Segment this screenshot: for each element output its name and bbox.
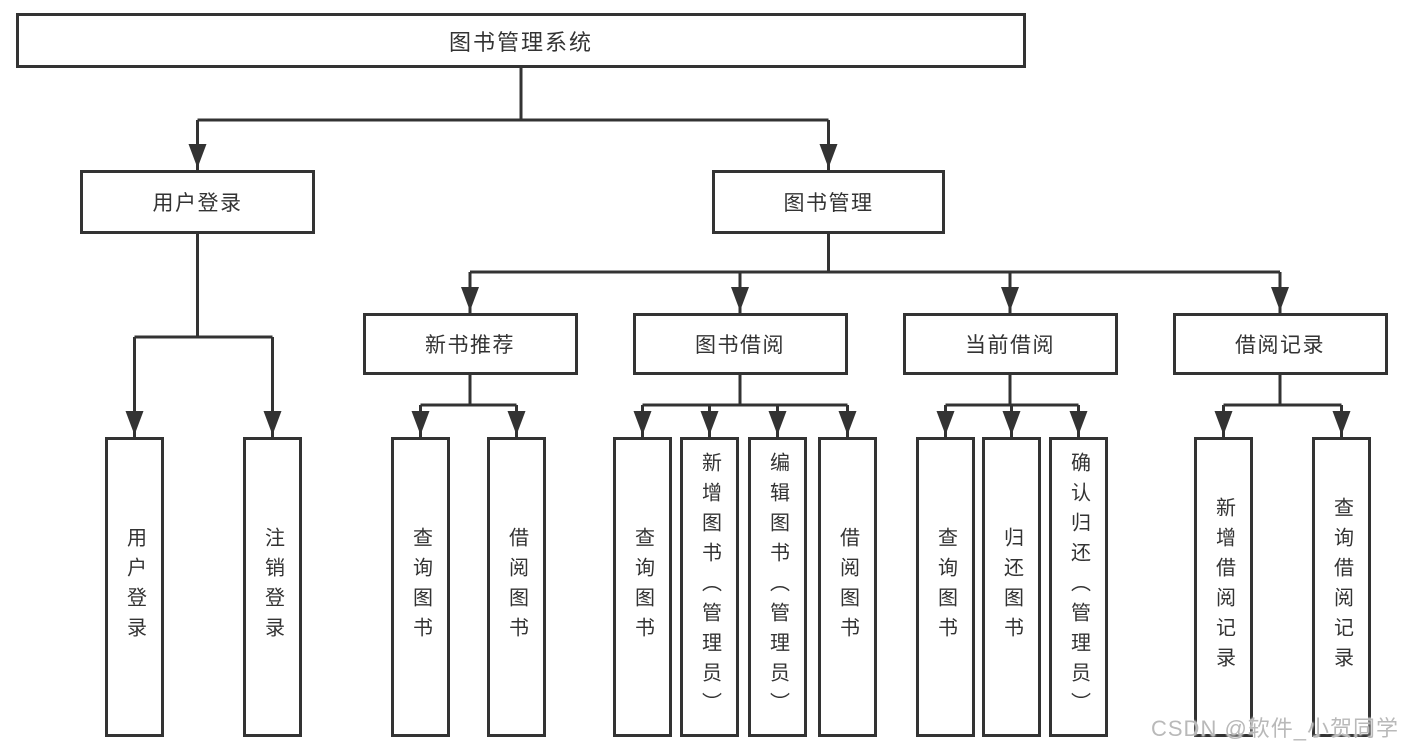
arrow-down-icon <box>461 287 479 311</box>
arrow-down-icon <box>1001 287 1019 311</box>
node-library-system: 图书管理系统 <box>16 13 1026 68</box>
arrow-down-icon <box>1271 287 1289 311</box>
node-label: 归还图书 <box>1000 527 1023 647</box>
arrow-down-icon <box>633 411 652 435</box>
leaf-current-return-book: 归还图书 <box>982 437 1041 737</box>
arrow-down-icon <box>838 411 857 435</box>
connector-root <box>196 68 830 170</box>
leaf-recommend-query-book: 查询图书 <box>391 437 450 737</box>
leaf-recommend-borrow-book: 借阅图书 <box>487 437 546 737</box>
leaf-current-query-book: 查询图书 <box>916 437 975 737</box>
leaf-current-confirm-return: 确认归还（管理员） <box>1049 437 1108 737</box>
node-label: 借阅图书 <box>505 527 528 647</box>
leaf-borrow-add-book: 新增图书（管理员） <box>680 437 739 737</box>
node-new-book-recommend: 新书推荐 <box>362 313 578 375</box>
node-label: 用户登录 <box>123 527 146 647</box>
connector-borrow <box>641 375 849 437</box>
arrow-down-icon <box>768 411 787 435</box>
arrow-down-icon <box>263 411 282 435</box>
node-label: 借阅图书 <box>836 527 859 647</box>
node-label: 图书管理 <box>783 192 874 215</box>
node-label: 新增借阅记录 <box>1212 497 1235 677</box>
node-label: 用户登录 <box>152 192 243 215</box>
leaf-borrow-borrow-book: 借阅图书 <box>818 437 877 737</box>
node-user-login: 用户登录 <box>80 170 315 234</box>
leaf-user-login: 用户登录 <box>105 437 164 737</box>
leaf-logout: 注销登录 <box>243 437 302 737</box>
arrow-down-icon <box>731 287 749 311</box>
leaf-records-query-record: 查询借阅记录 <box>1312 437 1371 737</box>
connector-book-management <box>468 234 1282 313</box>
arrow-down-icon <box>188 144 207 168</box>
node-borrow-records: 借阅记录 <box>1172 313 1388 375</box>
node-label: 当前借阅 <box>965 334 1055 357</box>
arrow-down-icon <box>507 411 526 435</box>
leaf-records-add-record: 新增借阅记录 <box>1194 437 1253 737</box>
leaf-borrow-query-book: 查询图书 <box>613 437 672 737</box>
arrow-down-icon <box>411 411 430 435</box>
arrow-down-icon <box>1002 411 1021 435</box>
connector-records <box>1222 375 1343 437</box>
node-label: 确认归还（管理员） <box>1067 452 1090 722</box>
arrow-down-icon <box>1214 411 1233 435</box>
node-label: 查询图书 <box>934 527 957 647</box>
node-label: 新书推荐 <box>425 334 515 357</box>
arrow-down-icon <box>700 411 719 435</box>
node-label: 编辑图书（管理员） <box>766 452 789 722</box>
node-label: 图书管理系统 <box>448 29 593 55</box>
arrow-down-icon <box>1069 411 1088 435</box>
node-label: 借阅记录 <box>1235 334 1325 357</box>
arrow-down-icon <box>936 411 955 435</box>
arrow-down-icon <box>819 144 838 168</box>
node-book-management: 图书管理 <box>712 170 945 234</box>
node-book-borrow: 图书借阅 <box>632 313 848 375</box>
node-label: 新增图书（管理员） <box>698 452 721 722</box>
leaf-borrow-edit-book: 编辑图书（管理员） <box>748 437 807 737</box>
node-label: 图书借阅 <box>695 334 785 357</box>
csdn-watermark: CSDN @软件_小贺同学 <box>1151 716 1400 741</box>
node-current-borrow: 当前借阅 <box>902 313 1118 375</box>
node-label: 注销登录 <box>261 527 284 647</box>
node-label: 查询借阅记录 <box>1330 497 1353 677</box>
node-label: 查询图书 <box>631 527 654 647</box>
node-label: 查询图书 <box>409 527 432 647</box>
arrow-down-icon <box>1332 411 1351 435</box>
connector-user-login <box>133 234 274 437</box>
connector-recommend <box>419 375 518 437</box>
arrowheads <box>125 144 1351 435</box>
arrow-down-icon <box>125 411 144 435</box>
